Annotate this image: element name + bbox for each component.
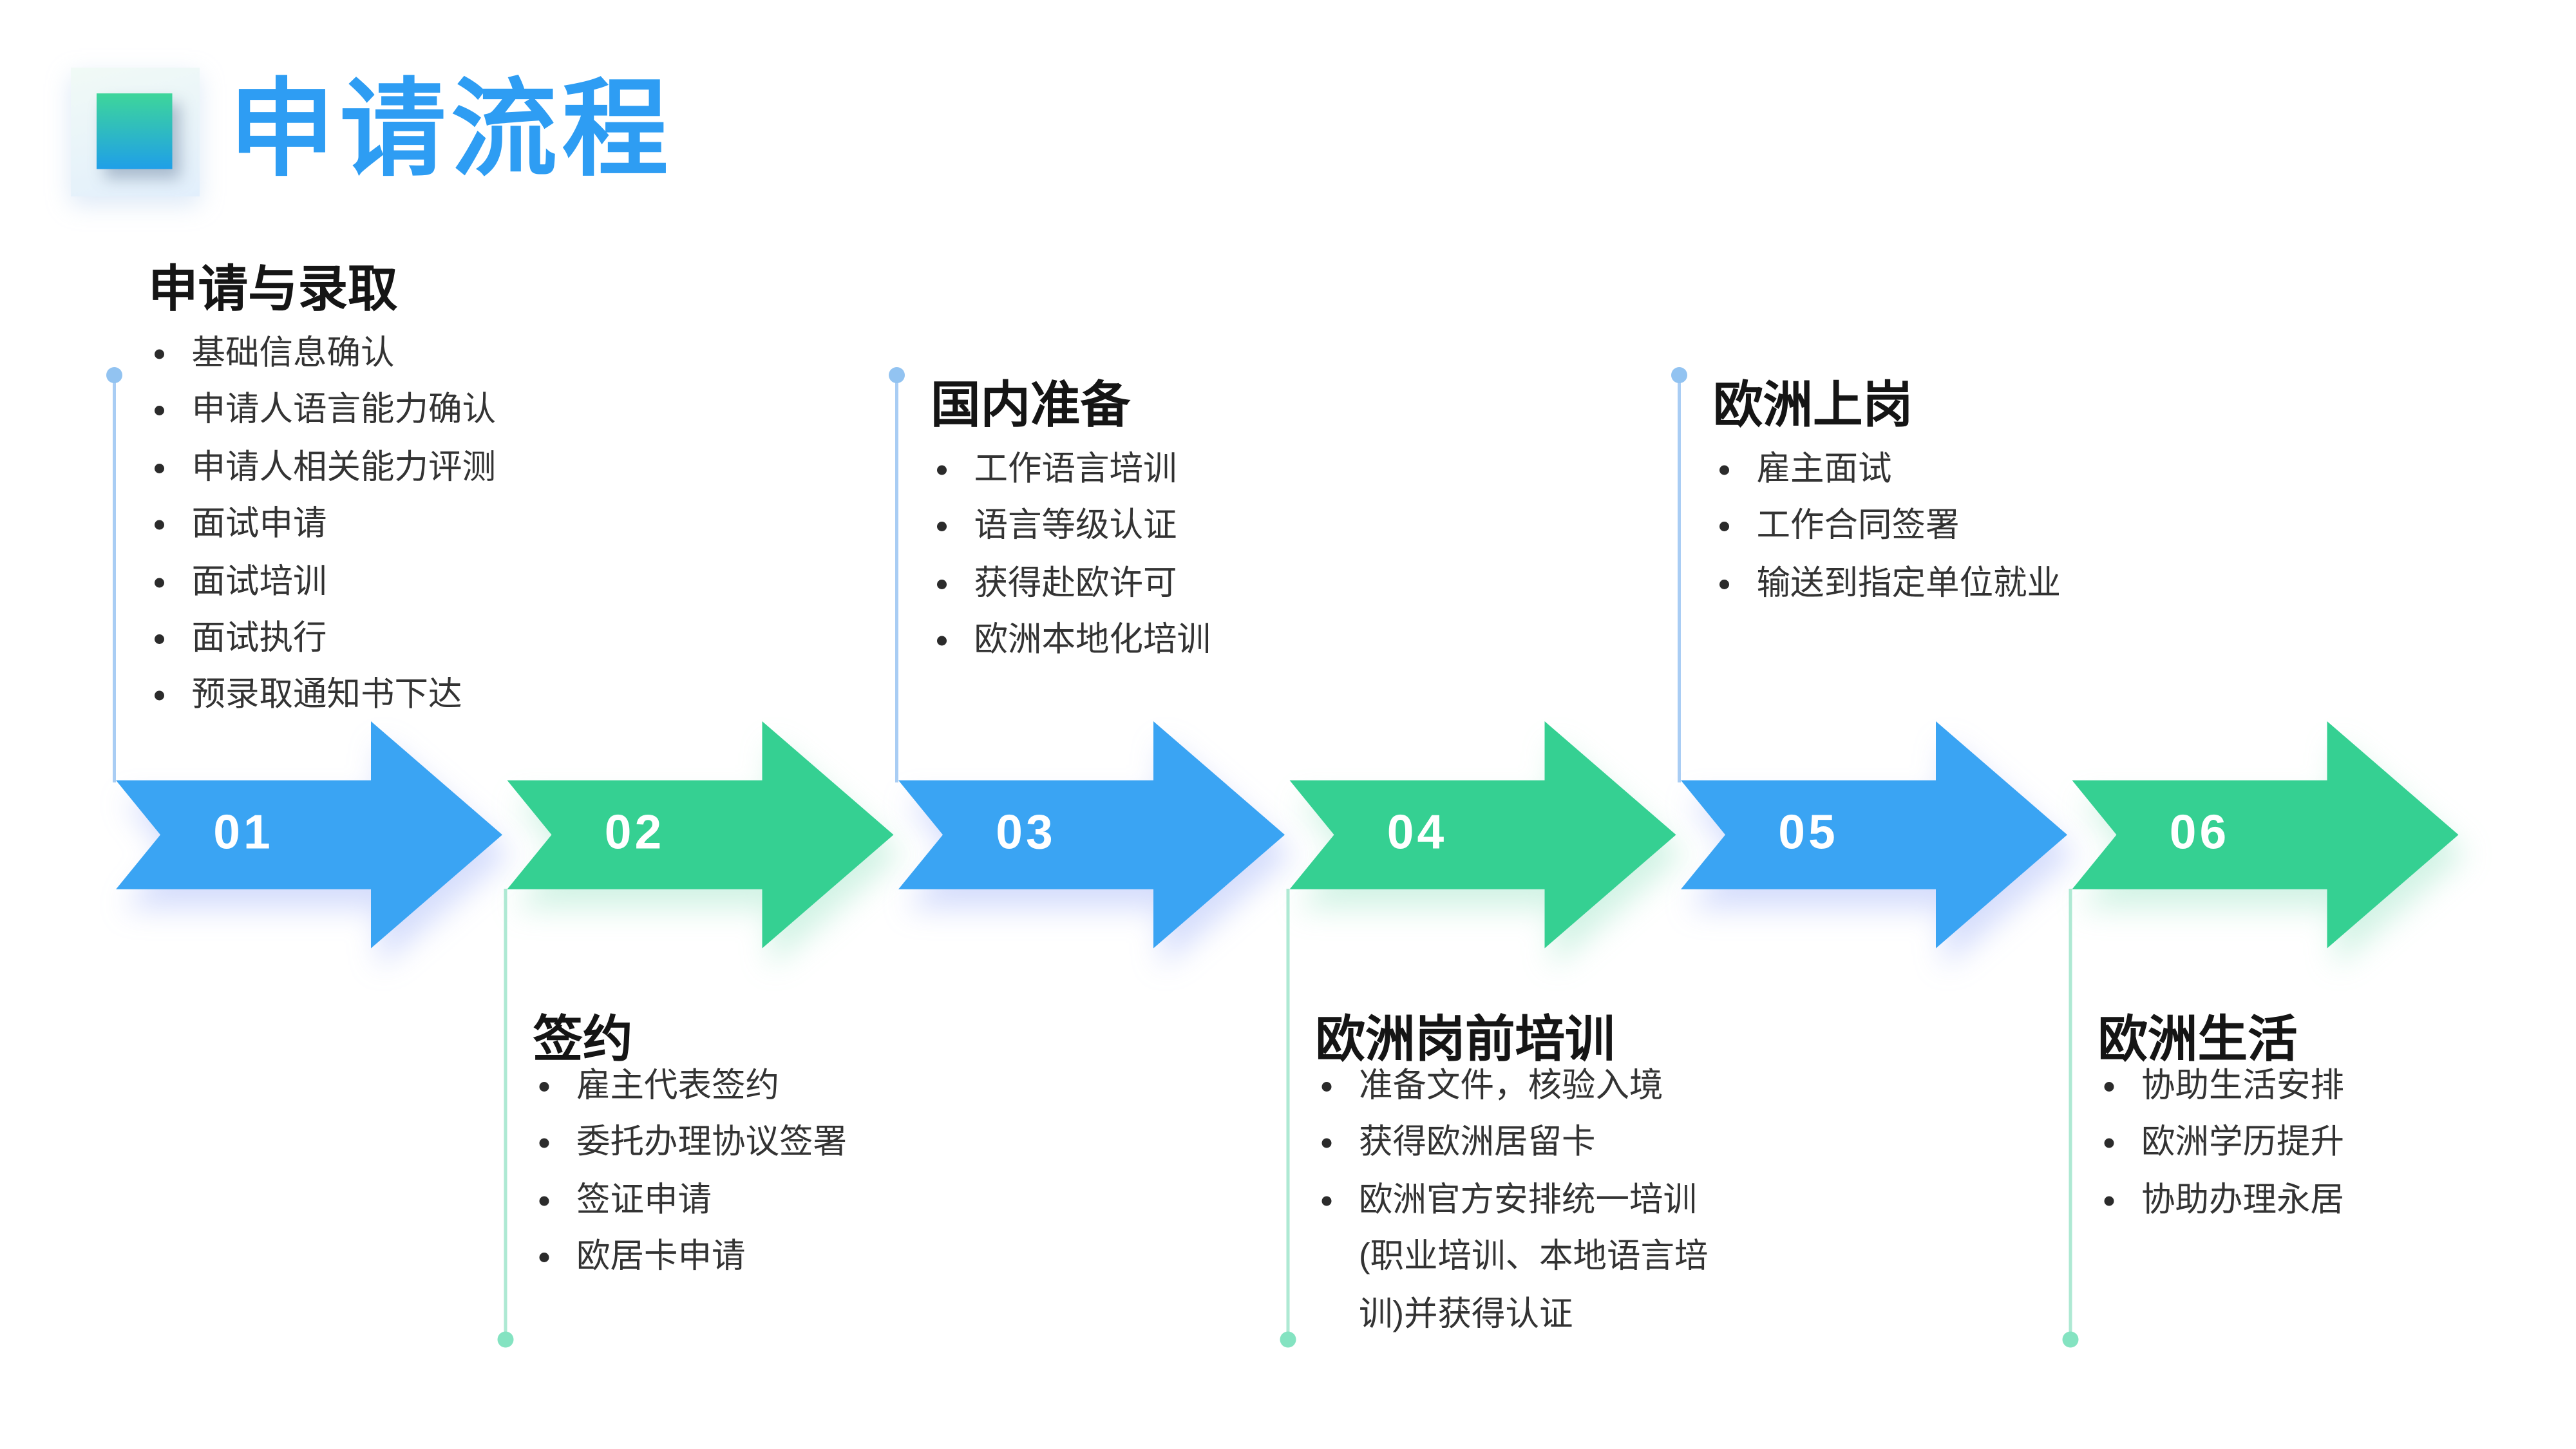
connector-dot <box>1671 367 1687 383</box>
step-number: 05 <box>1778 807 1839 861</box>
step-item: 申请人语言能力确认 <box>148 383 496 440</box>
step-number: 01 <box>213 807 274 861</box>
connector-dot <box>2062 1331 2079 1348</box>
step-item: 基础信息确认 <box>148 325 496 383</box>
step-item: 工作语言培训 <box>931 441 1211 498</box>
step-number: 03 <box>996 807 1056 861</box>
step-number: 04 <box>1387 807 1448 861</box>
step-label: 欧洲生活 <box>2098 1011 2298 1068</box>
step-item: 欧洲学历提升 <box>2098 1115 2344 1172</box>
step-item-list: 基础信息确认申请人语言能力确认申请人相关能力评测面试申请面试培训面试执行预录取通… <box>148 325 496 724</box>
process-arrow: 02 <box>507 721 894 949</box>
page-title: 申请流程 <box>229 69 673 189</box>
step-label: 签约 <box>533 1011 633 1068</box>
connector-line <box>2069 889 2072 1340</box>
title-marker-icon <box>71 68 200 196</box>
connector-line <box>1286 889 1290 1340</box>
step-item-list: 工作语言培训语言等级认证获得赴欧许可欧洲本地化培训 <box>931 441 1211 669</box>
step-item: 面试申请 <box>148 497 496 554</box>
connector-line <box>1678 375 1681 782</box>
process-arrow: 06 <box>2072 721 2459 949</box>
step-item: 签证申请 <box>533 1172 848 1229</box>
step-item: 协助办理永居 <box>2098 1172 2344 1229</box>
connector-line <box>895 375 898 782</box>
connector-dot <box>497 1331 514 1348</box>
connector-line <box>504 889 507 1340</box>
step-item: 输送到指定单位就业 <box>1713 555 2061 612</box>
step-item: 预录取通知书下达 <box>148 667 496 724</box>
step-number: 06 <box>2169 807 2230 861</box>
connector-dot <box>106 367 122 383</box>
process-arrow: 04 <box>1289 721 1676 949</box>
connector-dot <box>889 367 905 383</box>
step-item: 语言等级认证 <box>931 498 1211 556</box>
gradient-square-icon <box>97 93 173 169</box>
step-item: 申请人相关能力评测 <box>148 439 496 497</box>
step-item-list: 协助生活安排欧洲学历提升协助办理永居 <box>2098 1058 2344 1229</box>
step-item: 准备文件，核验入境 <box>1316 1058 1741 1115</box>
step-label: 欧洲上岗 <box>1713 377 1913 433</box>
step-number: 02 <box>604 807 665 861</box>
step-label: 申请与录取 <box>148 261 398 317</box>
step-label: 国内准备 <box>931 377 1130 433</box>
step-item: 工作合同签署 <box>1713 498 2061 556</box>
step-item: 面试培训 <box>148 553 496 611</box>
step-item: 获得赴欧许可 <box>931 555 1211 612</box>
step-item: 欧居卡申请 <box>533 1229 848 1286</box>
step-item: 委托办理协议签署 <box>533 1115 847 1172</box>
step-label: 欧洲岗前培训 <box>1315 1011 1615 1068</box>
step-item-list: 雇主面试工作合同签署输送到指定单位就业 <box>1713 441 2061 612</box>
connector-line <box>113 375 116 782</box>
step-item-list: 雇主代表签约委托办理协议签署签证申请欧居卡申请 <box>533 1058 848 1286</box>
step-item: 雇主代表签约 <box>533 1058 848 1115</box>
connector-dot <box>1280 1331 1296 1348</box>
process-arrow: 01 <box>116 721 502 949</box>
step-item: 欧洲本地化培训 <box>931 612 1211 670</box>
process-arrow: 03 <box>898 721 1285 949</box>
step-item: 雇主面试 <box>1713 441 2061 498</box>
process-arrow: 05 <box>1681 721 2067 949</box>
step-item: 获得欧洲居留卡 <box>1316 1115 1741 1172</box>
step-item: 面试执行 <box>148 611 496 668</box>
step-item: 协助生活安排 <box>2098 1058 2344 1115</box>
step-item-list: 准备文件，核验入境获得欧洲居留卡欧洲官方安排统一培训(职业培训、本地语言培训)并… <box>1316 1058 1741 1343</box>
step-item: 欧洲官方安排统一培训(职业培训、本地语言培训)并获得认证 <box>1316 1172 1741 1343</box>
